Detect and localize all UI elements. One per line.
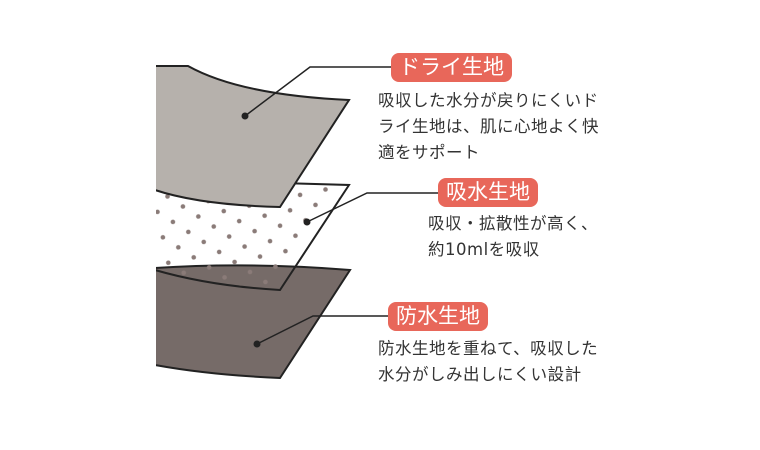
marker-dot [253, 340, 261, 348]
marker-dot [241, 112, 249, 120]
dry-layer-description: 吸収した水分が戻りにくいド ライ生地は、肌に心地よく快 適をサポート [378, 91, 599, 162]
leader-lines [244, 66, 438, 345]
absorbent-layer-description: 吸収・拡散性が高く、 約10mlを吸収 [428, 214, 598, 259]
absorbent-layer-label: 吸水生地 [438, 178, 538, 207]
dry-layer [154, 65, 351, 209]
dry-layer-label: ドライ生地 [391, 53, 512, 82]
marker-dot [303, 218, 311, 226]
waterproof-layer-label: 防水生地 [388, 302, 488, 331]
waterproof-layer-description: 防水生地を重ねて、吸収した 水分がしみ出しにくい設計 [378, 339, 599, 384]
